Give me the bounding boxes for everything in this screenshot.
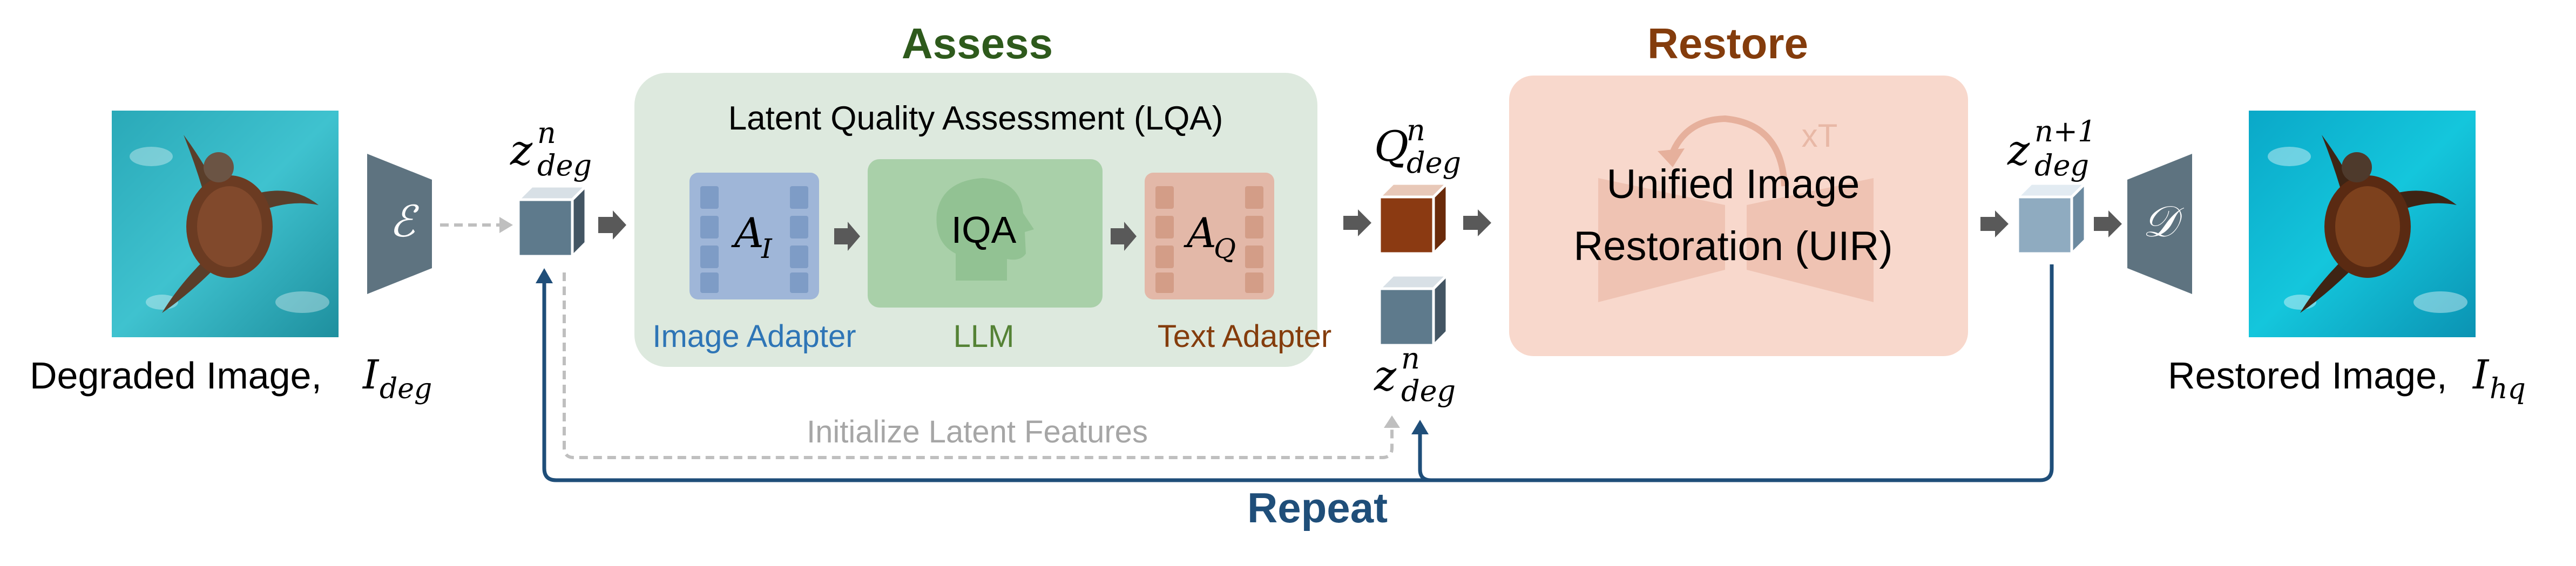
svg-text:hq: hq [2490, 373, 2526, 405]
quality-cube-q-n [1376, 180, 1451, 257]
head-silhouette-icon [936, 178, 1034, 281]
hourglass-unet-icon [1598, 178, 1874, 302]
init-latent-arrowhead [1384, 415, 1400, 428]
encoder-symbol: ℰ [389, 196, 420, 247]
arrow-to-lqa [598, 210, 626, 240]
svg-text:Restored Image,: Restored Image, [2168, 354, 2447, 397]
svg-text:z: z [1374, 352, 1397, 400]
turtle-icon [162, 135, 319, 313]
decoder-block: 𝒟 [2127, 154, 2192, 294]
llm-label: LLM [954, 319, 1015, 354]
text-adapter-block: A Q [1145, 173, 1274, 299]
svg-text:z: z [510, 126, 533, 175]
svg-text:deg: deg [2034, 148, 2089, 182]
svg-text:deg: deg [1407, 146, 1461, 180]
svg-text:Degraded Image,: Degraded Image, [30, 354, 322, 397]
svg-text:n+1: n+1 [2034, 114, 2096, 148]
image-adapter-block: A I [689, 173, 819, 299]
text-adapter-label: Text Adapter [1158, 319, 1331, 354]
latent-z-n-label-copy: z n deg [1374, 342, 1456, 408]
latent-cube-z-n [515, 182, 590, 260]
init-latent-label: Initialize Latent Features [807, 414, 1148, 449]
turtle-icon [2300, 135, 2457, 313]
arrow-uir-to-output [1980, 210, 2009, 237]
arrow-to-text-adapter [1111, 222, 1137, 251]
arrow-lqa-to-q [1343, 209, 1371, 236]
lqa-title: Latent Quality Assessment (LQA) [728, 100, 1223, 137]
image-adapter-label: Image Adapter [652, 319, 856, 354]
arrow-to-uir [1463, 209, 1491, 236]
svg-text:I: I [362, 352, 380, 398]
repeat-arrowhead-z [536, 268, 553, 283]
latent-cube-z-n-copy [1376, 271, 1451, 349]
latent-cube-z-n1 [2014, 180, 2089, 257]
degraded-image [112, 111, 339, 337]
restored-image [2249, 111, 2476, 337]
encoder-arrow-head [499, 217, 513, 233]
repeat-path-to-q [1418, 264, 2054, 482]
assess-title: Assess [902, 19, 1053, 67]
svg-text:I: I [2472, 352, 2490, 398]
repeat-arrowhead-q [1411, 420, 1429, 434]
uir-title-line2: Restoration (UIR) [1573, 223, 1892, 269]
svg-text:n: n [1407, 113, 1425, 147]
llm-block: IQA [868, 159, 1103, 308]
svg-text:n: n [1401, 342, 1420, 376]
latent-z-n1-label: z n+1 deg [2007, 114, 2096, 182]
degraded-image-caption: Degraded Image, I deg [30, 352, 432, 405]
iqa-label: IQA [951, 209, 1017, 251]
circular-arrow-icon [1658, 115, 1788, 187]
svg-text:z: z [2007, 126, 2030, 175]
svg-text:n: n [537, 116, 556, 150]
svg-text:A: A [731, 209, 764, 257]
arrow-to-llm [834, 222, 860, 251]
loop-times-label: xT [1802, 118, 1838, 154]
restore-title: Restore [1647, 19, 1808, 67]
svg-text:deg: deg [380, 373, 432, 405]
svg-text:deg: deg [537, 148, 592, 182]
svg-text:Q: Q [1374, 122, 1409, 171]
repeat-label: Repeat [1247, 484, 1388, 531]
encoder-block: ℰ [367, 154, 432, 294]
svg-text:A: A [1184, 209, 1216, 257]
quality-q-n-label: Q n deg [1374, 113, 1461, 180]
restored-image-caption: Restored Image, I hq [2168, 352, 2526, 405]
repeat-path-to-z [542, 281, 1431, 482]
svg-text:deg: deg [1401, 374, 1456, 408]
uir-title-line1: Unified Image [1607, 161, 1860, 207]
init-latent-path [563, 272, 1394, 459]
arrow-to-decoder [2094, 210, 2122, 237]
svg-text:Q: Q [1214, 233, 1236, 264]
uir-panel [1509, 76, 1968, 356]
svg-text:I: I [761, 233, 773, 264]
latent-z-n-label: z n deg [510, 116, 592, 182]
